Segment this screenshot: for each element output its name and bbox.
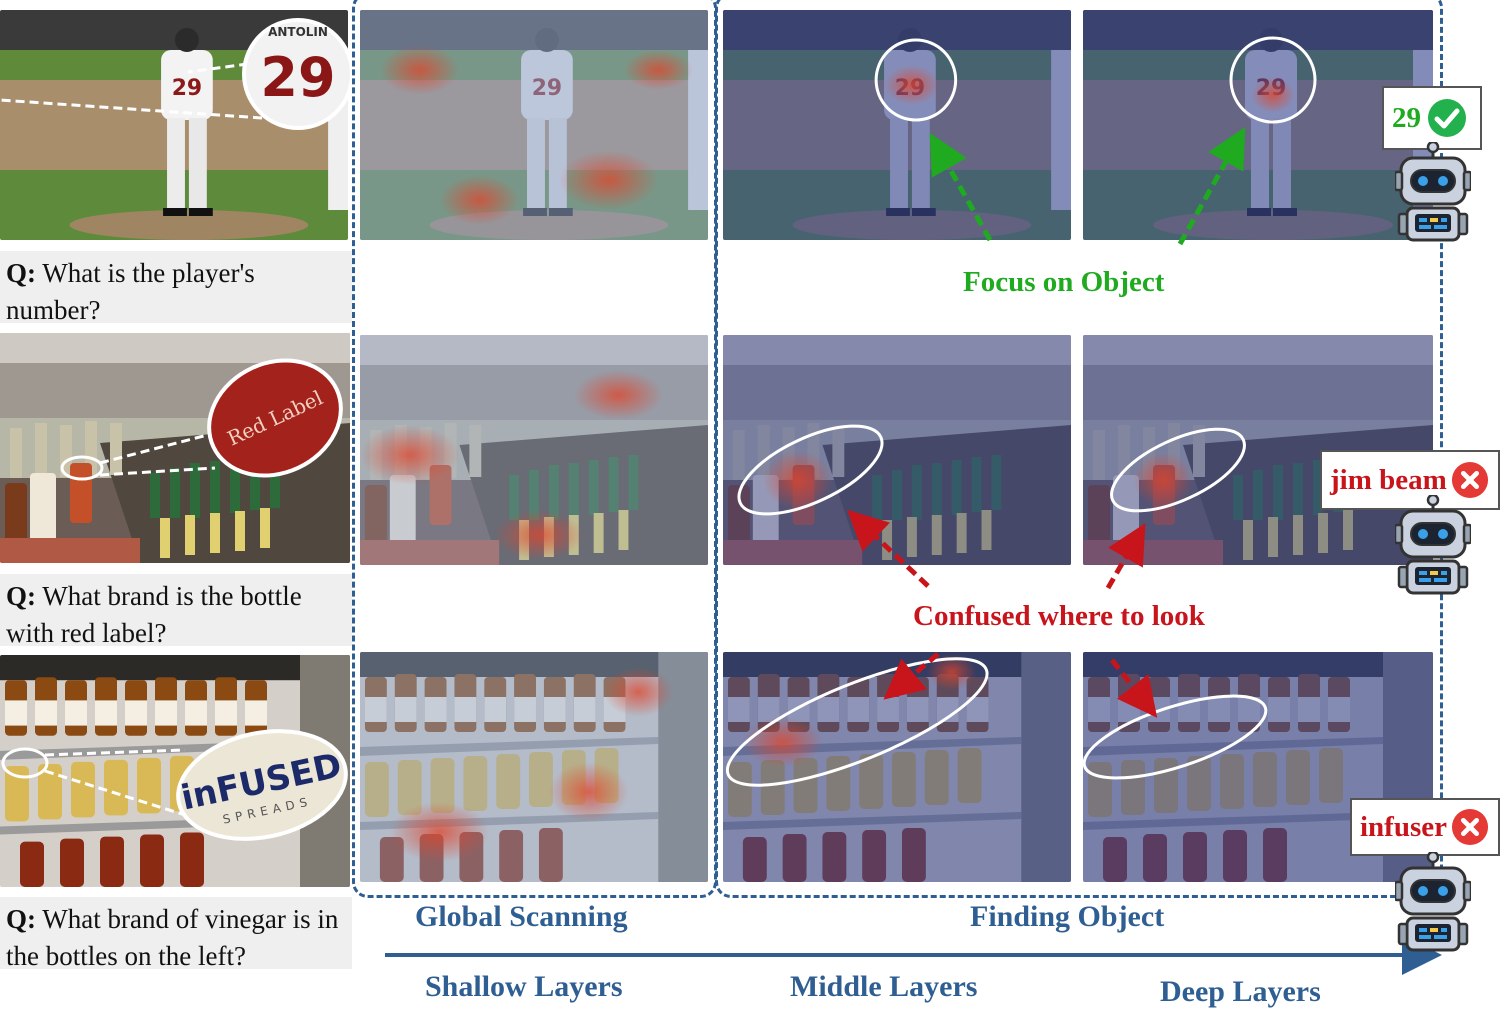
heatmap-middle-2 bbox=[723, 335, 1071, 565]
robot-icon bbox=[1395, 852, 1471, 952]
deep-layers-label: Deep Layers bbox=[1160, 975, 1321, 1008]
arrow-icon bbox=[929, 132, 993, 242]
question-prefix: Q: bbox=[6, 581, 36, 611]
question-text: What is the player's number? bbox=[6, 258, 255, 325]
arrow-icon bbox=[883, 652, 940, 700]
zoom-jersey-name: ANTOLIN bbox=[268, 25, 328, 39]
cross-icon bbox=[1451, 461, 1488, 499]
question-prefix: Q: bbox=[6, 258, 36, 288]
focus-annotation: Focus on Object bbox=[963, 266, 1165, 298]
question-2: Q: What brand is the bottle with red lab… bbox=[0, 574, 352, 648]
zoom-callout-jersey: 29 ANTOLIN bbox=[0, 18, 352, 130]
confused-annotation: Confused where to look bbox=[913, 600, 1205, 632]
question-text: What brand is the bottle with red label? bbox=[6, 581, 302, 648]
question-text: What brand of vinegar is in the bottles … bbox=[6, 904, 339, 971]
answer-text: 29 bbox=[1392, 101, 1421, 134]
question-prefix: Q: bbox=[6, 904, 36, 934]
heatmap-middle-1 bbox=[723, 10, 1071, 240]
finding-object-label: Finding Object bbox=[970, 900, 1165, 933]
robot-icon bbox=[1395, 142, 1471, 242]
heatmap-shallow-3 bbox=[360, 652, 708, 882]
arrow-icon bbox=[1177, 126, 1246, 246]
answer-text: jim beam bbox=[1330, 463, 1447, 496]
zoom-callout-label: Red Label bbox=[60, 358, 343, 481]
answer-text: infuser bbox=[1360, 810, 1447, 843]
arrow-icon bbox=[1105, 523, 1146, 590]
check-icon bbox=[1428, 99, 1466, 137]
robot-icon bbox=[1395, 495, 1471, 595]
zoom-callout-brand: inFUSED SPREADS bbox=[1, 729, 348, 841]
heatmap-deep-1 bbox=[1083, 10, 1433, 240]
heatmap-shallow-2 bbox=[360, 335, 708, 565]
middle-layers-label: Middle Layers bbox=[790, 970, 978, 1003]
question-3: Q: What brand of vinegar is in the bottl… bbox=[0, 897, 352, 971]
answer-bubble-3: infuser bbox=[1350, 798, 1500, 856]
finding-object-box bbox=[715, 0, 1443, 898]
heatmap-shallow-1 bbox=[360, 10, 708, 240]
answer-bubble-1: 29 bbox=[1382, 86, 1482, 150]
question-1: Q: What is the player's number? bbox=[0, 251, 352, 325]
cross-icon bbox=[1451, 808, 1489, 846]
shallow-layers-label: Shallow Layers bbox=[425, 970, 623, 1003]
answer-bubble-2: jim beam bbox=[1320, 450, 1500, 510]
zoom-jersey-number: 29 bbox=[260, 46, 335, 109]
arrow-icon bbox=[847, 509, 930, 588]
arrow-icon bbox=[1110, 658, 1158, 718]
global-scanning-label: Global Scanning bbox=[415, 900, 628, 933]
